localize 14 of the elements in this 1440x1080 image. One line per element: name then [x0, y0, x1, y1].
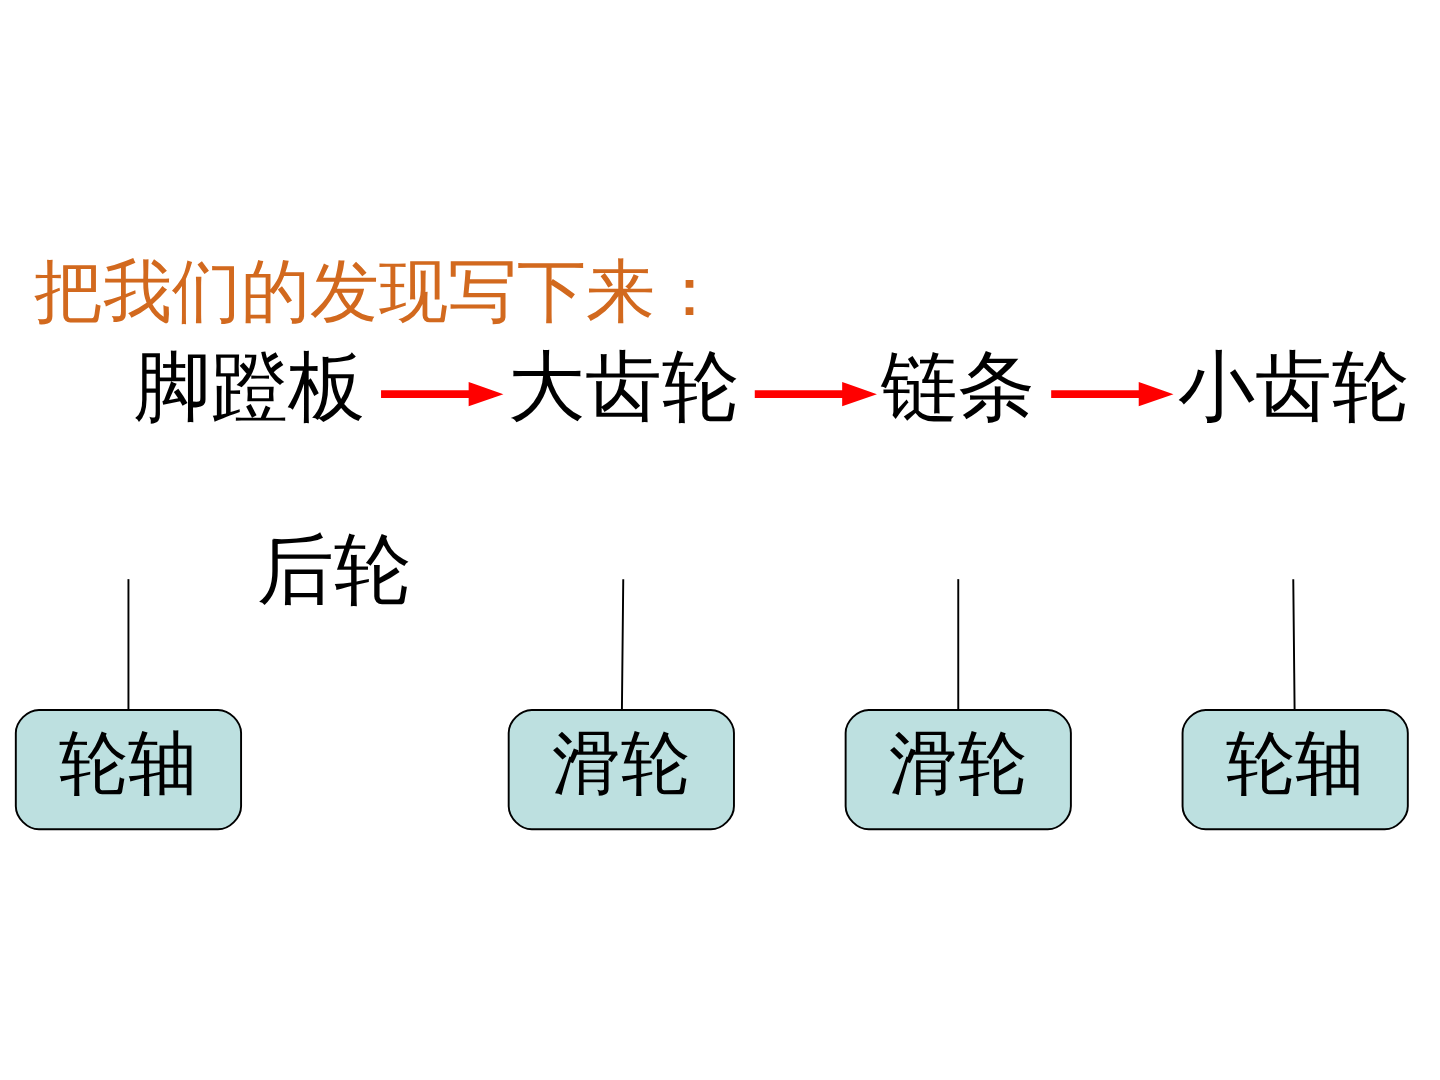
node-box: 轮轴: [1181, 708, 1409, 830]
node-text: 大齿轮: [507, 341, 739, 431]
connector: [957, 577, 960, 710]
connector: [127, 577, 130, 710]
diagram-title: 把我们的发现写下来：: [33, 250, 724, 331]
node-text: 小齿轮: [1177, 341, 1409, 431]
node-text: 链条: [881, 341, 1036, 431]
label: 后轮: [257, 524, 412, 614]
node-box: 轮轴: [14, 708, 243, 830]
node-box: 滑轮: [844, 708, 1072, 830]
node-box: 滑轮: [507, 708, 735, 830]
node-text: 脚蹬板: [134, 341, 366, 431]
connector: [620, 577, 625, 710]
connector: [1292, 577, 1296, 710]
